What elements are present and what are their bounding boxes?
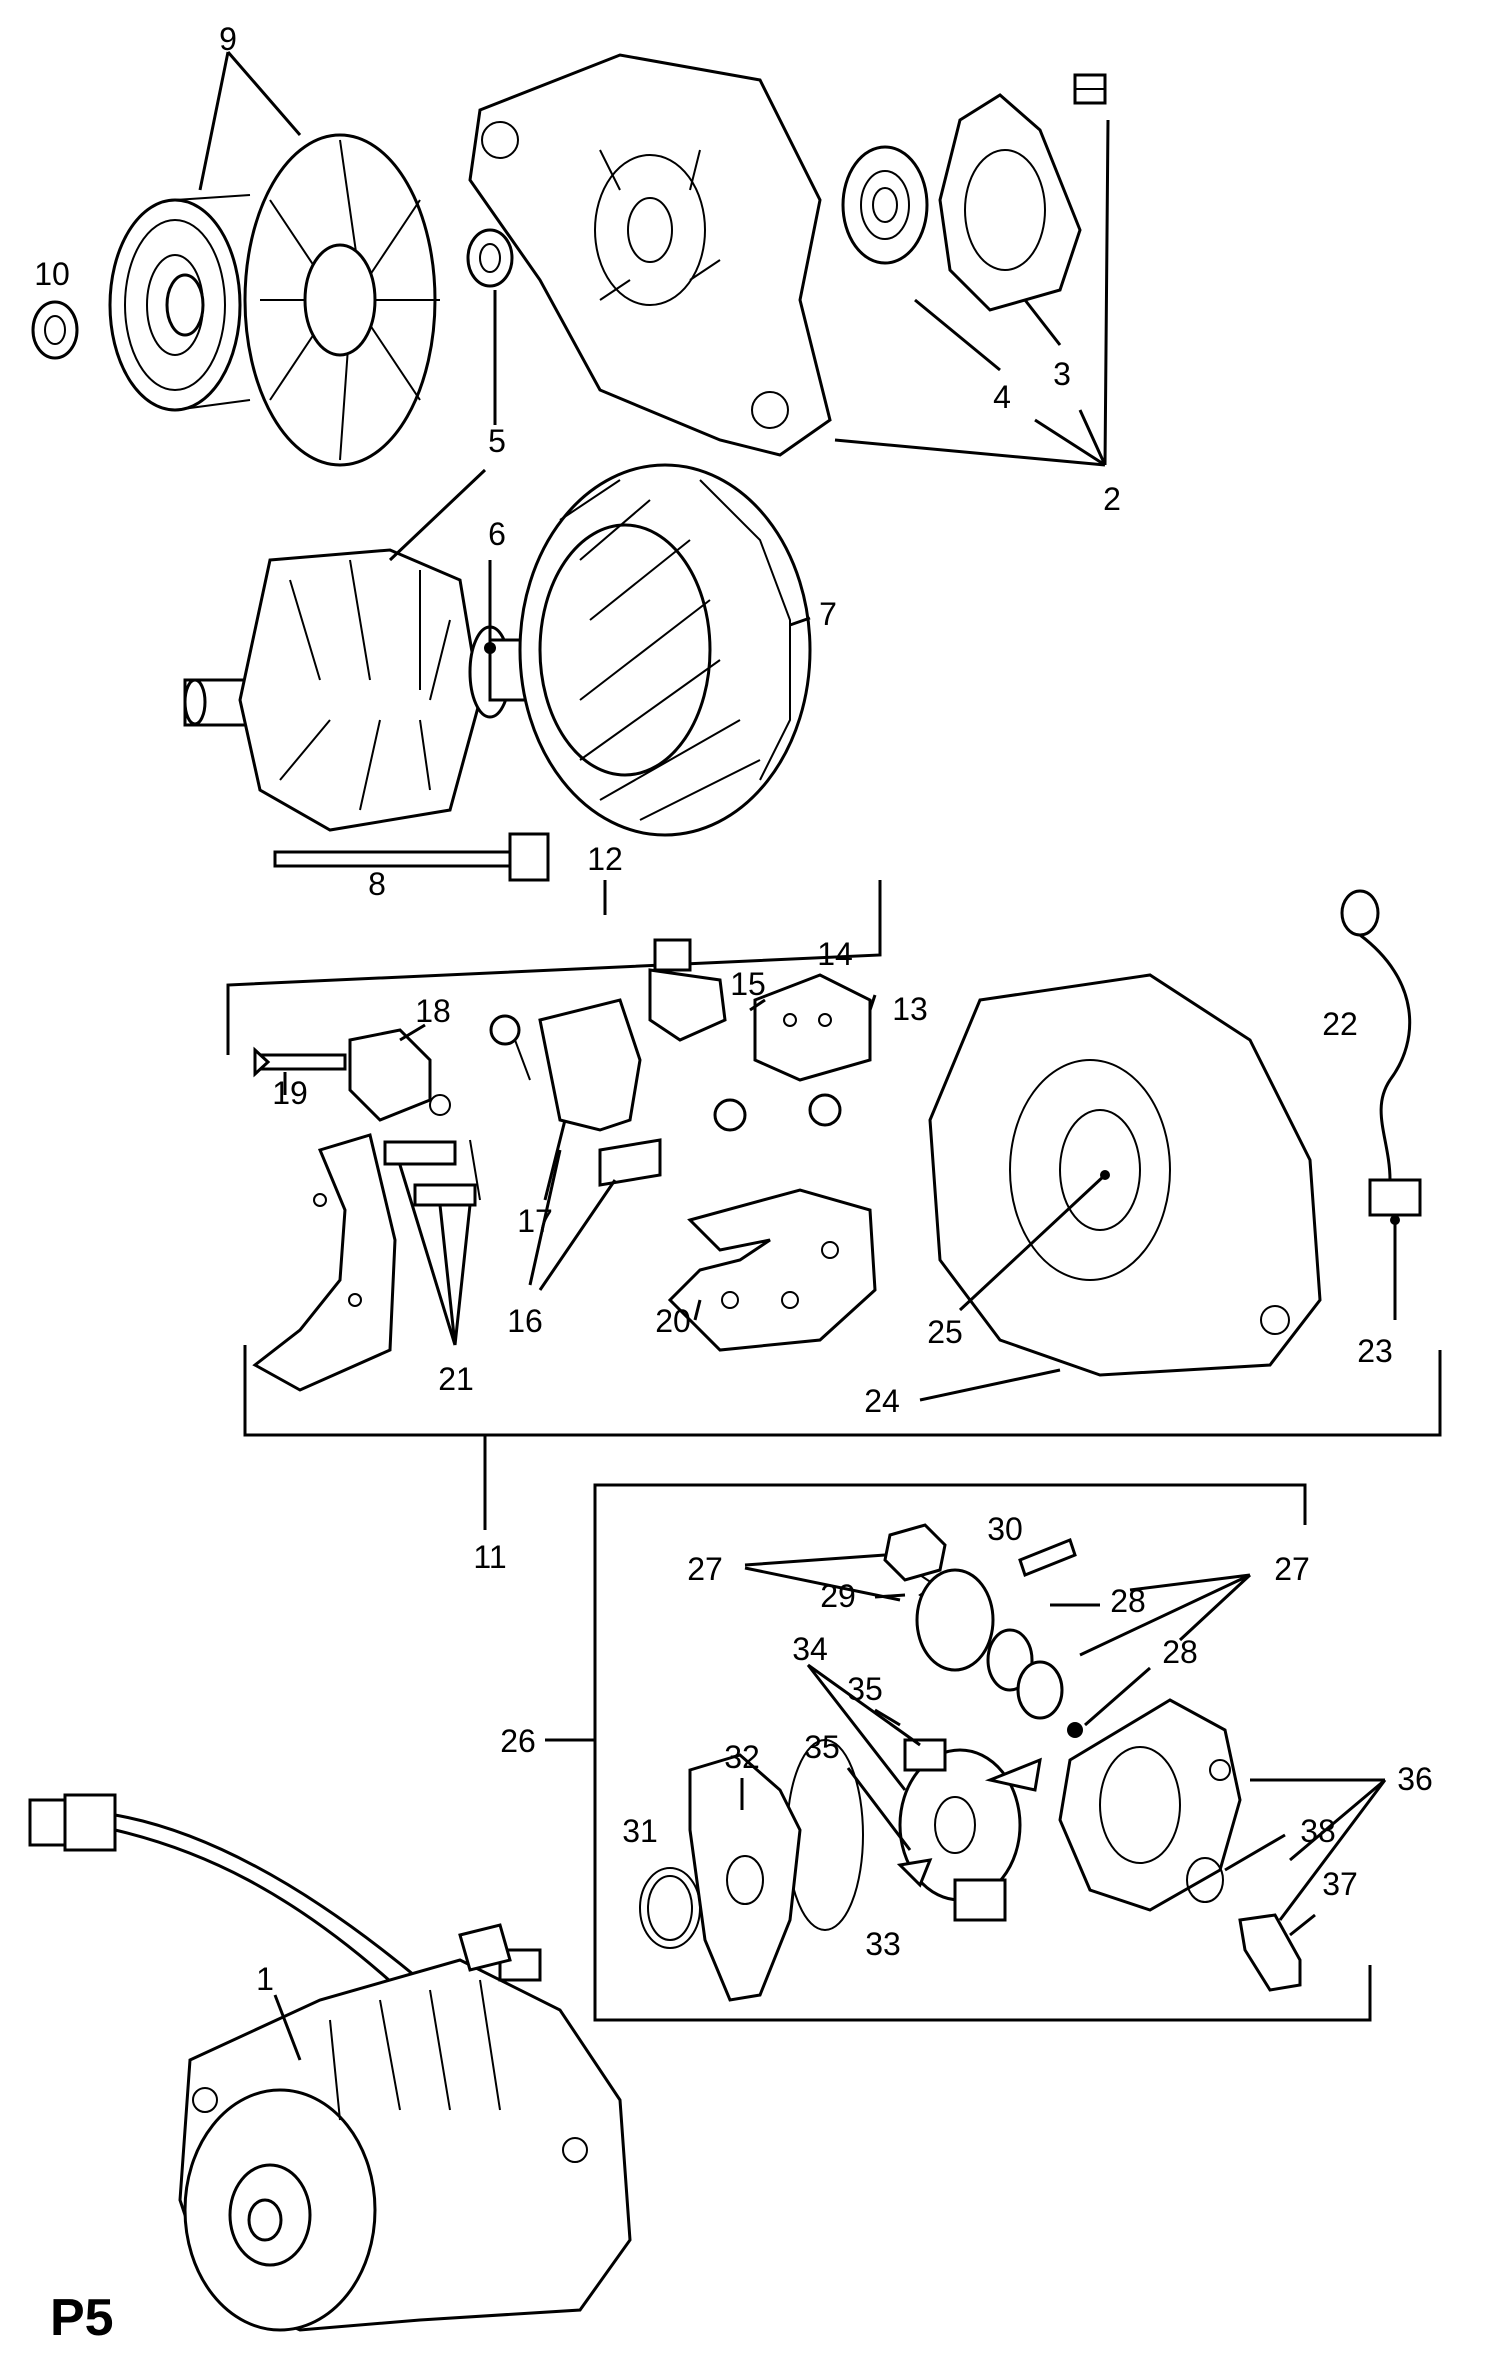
vacuum-pump [639, 1523, 1302, 2002]
rotor [183, 548, 582, 832]
rectifier-plate [667, 1188, 877, 1352]
alternator-assembly [28, 1793, 632, 2332]
callout-30: 30 [987, 1511, 1023, 1547]
callout-labels: 1 2 3 4 5 6 7 8 9 10 11 12 13 14 15 16 1… [34, 21, 1433, 1997]
callout-11: 11 [473, 1539, 506, 1575]
group-bracket-11 [243, 1345, 1442, 1530]
callout-33: 33 [865, 1926, 901, 1962]
callout-28b: 28 [1162, 1634, 1198, 1670]
callout-35a: 35 [847, 1671, 883, 1707]
callout-35b: 35 [804, 1729, 840, 1765]
callout-12: 12 [587, 841, 623, 877]
callout-32: 32 [724, 1739, 760, 1775]
callout-15: 15 [730, 966, 766, 1002]
callout-27a: 27 [687, 1551, 723, 1587]
callout-26: 26 [500, 1723, 536, 1759]
callout-29: 29 [820, 1578, 856, 1614]
callout-10: 10 [34, 256, 70, 292]
nut [31, 300, 79, 360]
callout-3: 3 [1053, 356, 1071, 392]
bearing [841, 145, 929, 265]
callout-8: 8 [368, 866, 386, 902]
brush-holder [489, 938, 727, 1187]
callout-7: 7 [819, 596, 837, 632]
through-bolt [273, 832, 550, 882]
regulator [253, 1028, 451, 1122]
terminal-block [713, 973, 872, 1132]
callout-14: 14 [817, 936, 853, 972]
callout-2: 2 [1103, 481, 1121, 517]
group-bracket-12 [226, 880, 882, 1055]
retainer-plate [938, 93, 1082, 312]
callout-18: 18 [415, 993, 451, 1029]
callout-5: 5 [488, 423, 506, 459]
callout-20: 20 [655, 1303, 691, 1339]
callout-23: 23 [1357, 1333, 1393, 1369]
spacer [466, 228, 514, 288]
callout-13: 13 [892, 991, 928, 1027]
callout-25: 25 [927, 1314, 963, 1350]
callout-9: 9 [219, 21, 237, 57]
fan [243, 133, 440, 467]
rear-housing [928, 973, 1322, 1377]
cable [1340, 889, 1422, 1225]
pulley [108, 194, 251, 412]
callout-31: 31 [622, 1813, 658, 1849]
page-tag: P5 [50, 2289, 114, 2347]
callout-17: 17 [517, 1203, 553, 1239]
callout-38: 38 [1300, 1813, 1336, 1849]
callout-6: 6 [488, 516, 506, 552]
callout-34: 34 [792, 1631, 828, 1667]
callout-37: 37 [1322, 1866, 1358, 1902]
leader-lines [198, 51, 1397, 2061]
callout-27b: 27 [1274, 1551, 1310, 1587]
callout-28a: 28 [1110, 1583, 1146, 1619]
callout-24: 24 [864, 1383, 900, 1419]
callout-19: 19 [272, 1075, 308, 1111]
stator [518, 463, 812, 837]
heat-sink [252, 1133, 481, 1392]
callout-36: 36 [1397, 1761, 1433, 1797]
callout-16: 16 [507, 1303, 543, 1339]
front-housing [468, 53, 832, 457]
callout-1: 1 [256, 1961, 274, 1997]
callout-4: 4 [993, 379, 1011, 415]
callout-21: 21 [438, 1361, 474, 1397]
screw [1073, 73, 1107, 105]
callout-22: 22 [1322, 1006, 1358, 1042]
group-bracket-26 [545, 1483, 1372, 2022]
